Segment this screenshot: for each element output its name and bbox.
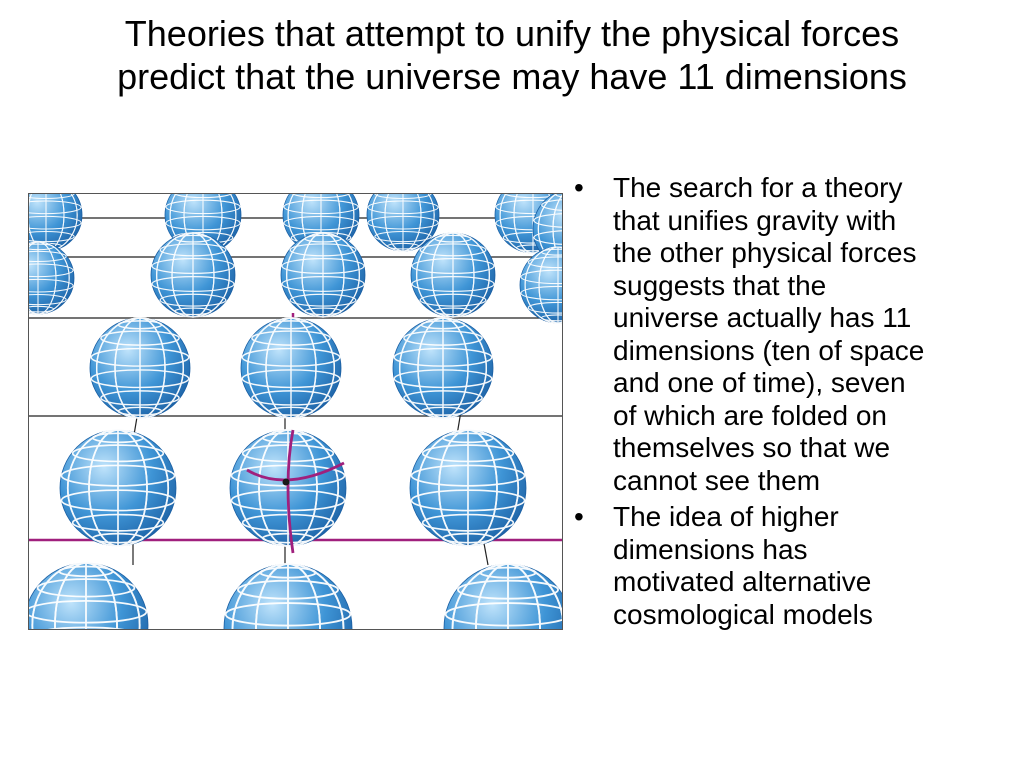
extra-dimensions-illustration: [28, 193, 563, 630]
bullet-line: and one of time), seven: [613, 367, 906, 398]
fold-line-curve: [246, 461, 345, 482]
sphere: [223, 563, 353, 630]
bullet-item: • The search for a theory that unifies g…: [572, 172, 1012, 497]
bullet-line: suggests that the: [613, 269, 827, 301]
bullet-marker: •: [574, 501, 584, 532]
figure-frame: [28, 193, 563, 630]
sphere: [443, 563, 563, 630]
bullet-line: cosmological models: [613, 598, 873, 630]
title-line-1: Theories that attempt to unify the physi…: [124, 13, 900, 54]
sphere: [150, 232, 236, 318]
bullet-line: The idea of higher: [613, 501, 839, 532]
sphere: [59, 429, 177, 547]
sphere: [519, 246, 563, 324]
bullet-line: of which are folded on: [613, 399, 887, 431]
title-line-2: predict that the universe may have 11 di…: [117, 56, 907, 97]
sphere: [409, 429, 527, 547]
sphere: [89, 317, 191, 419]
sphere: [28, 562, 149, 630]
bullet-line: dimensions has: [613, 533, 808, 565]
sphere: [410, 232, 496, 318]
bullet-marker: •: [574, 172, 584, 203]
intersection-point: [282, 478, 290, 486]
sphere: [240, 317, 342, 419]
bullet-line: that unifies gravity with: [613, 204, 897, 236]
bullet-list: • The search for a theory that unifies g…: [572, 172, 1012, 635]
fold-line-curve: [286, 429, 295, 554]
bullet-line: The search for a theory: [613, 172, 903, 203]
bullet-line: cannot see them: [613, 464, 821, 496]
bullet-line: themselves so that we: [613, 432, 891, 463]
bullet-line: universe actually has 11: [613, 302, 912, 333]
bullet-line: dimensions (ten of space: [613, 334, 925, 366]
bullet-line: motivated alternative: [613, 566, 872, 597]
sphere: [392, 317, 494, 419]
bullet-line: the other physical forces: [613, 237, 917, 268]
slide-title: Theories that attempt to unify the physi…: [0, 12, 1024, 98]
sphere: [28, 241, 75, 315]
sphere: [280, 232, 366, 318]
bullet-item: • The idea of higher dimensions has moti…: [572, 501, 1012, 631]
